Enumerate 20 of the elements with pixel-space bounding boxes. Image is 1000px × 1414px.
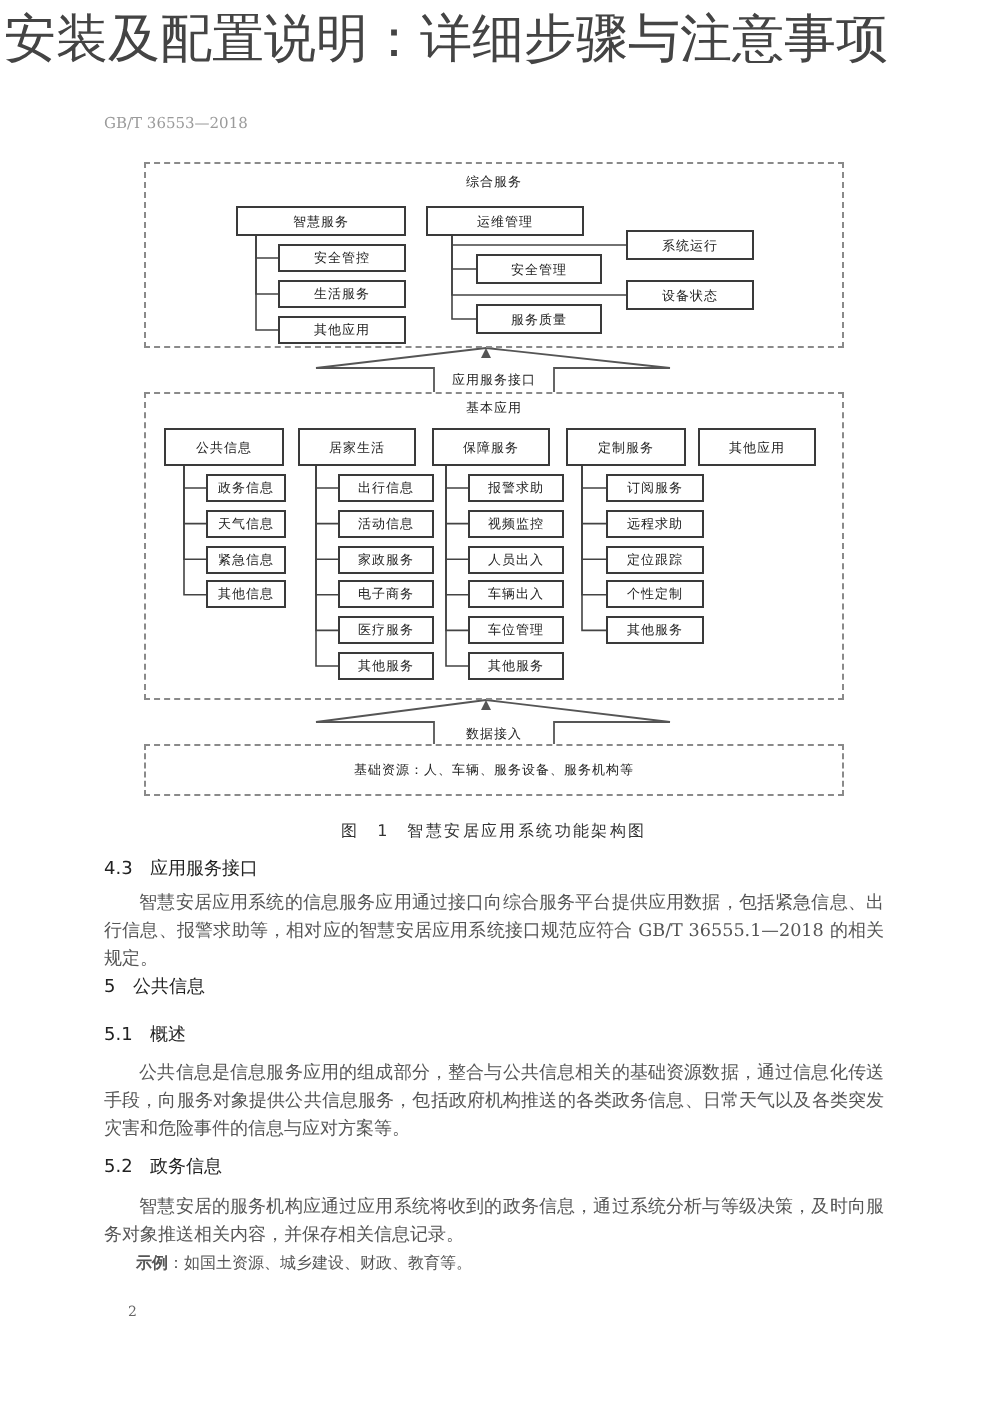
connector-line (315, 465, 339, 667)
section-heading: 4.3 应用服务接口 (104, 858, 259, 882)
page-title: 安装及配置说明：详细步骤与注意事项 (4, 8, 888, 72)
block-arrow (315, 347, 671, 393)
figure-caption: 图 1 智慧安居应用系统功能架构图 (339, 820, 649, 842)
body-paragraph: 公共信息是信息服务应用的组成部分，整合与公共信息相关的基础资源数据，通过信息化传送手段，向服务对象提供公共信息服务，包括政府机构推送的各类政务信息、日常天气以及各类突发灾害和危险事件的信息与应对方案等。 (104, 1061, 884, 1144)
section-heading: 5 公共信息 (104, 976, 206, 1000)
connector-line (183, 465, 207, 596)
body-paragraph: 智慧安居的服务机构应通过应用系统将收到的政务信息，通过系统分析与等级决策，及时向服务对象推送相关内容，并保存相关信息记录。 (104, 1195, 884, 1250)
dashed-frame (144, 162, 844, 348)
body-paragraph: 智慧安居应用系统的信息服务应用通过接口向综合服务平台提供应用数据，包括紧急信息、出行信息、报警求助等，相对应的智慧安居应用系统接口规范应符合 GB/T 36555.1—2018 的相关规定。 (104, 891, 884, 974)
example-note: 示例：如国土资源、城乡建设、财政、教育等。 (136, 1252, 472, 1274)
connector-line (581, 465, 607, 632)
connector-line (451, 235, 477, 320)
block-arrow (315, 699, 671, 745)
section-heading: 5.1 概述 (104, 1024, 187, 1048)
connector-line (255, 235, 279, 331)
section-heading: 5.2 政务信息 (104, 1156, 223, 1180)
connector-line (445, 465, 469, 667)
dashed-frame (144, 392, 844, 700)
